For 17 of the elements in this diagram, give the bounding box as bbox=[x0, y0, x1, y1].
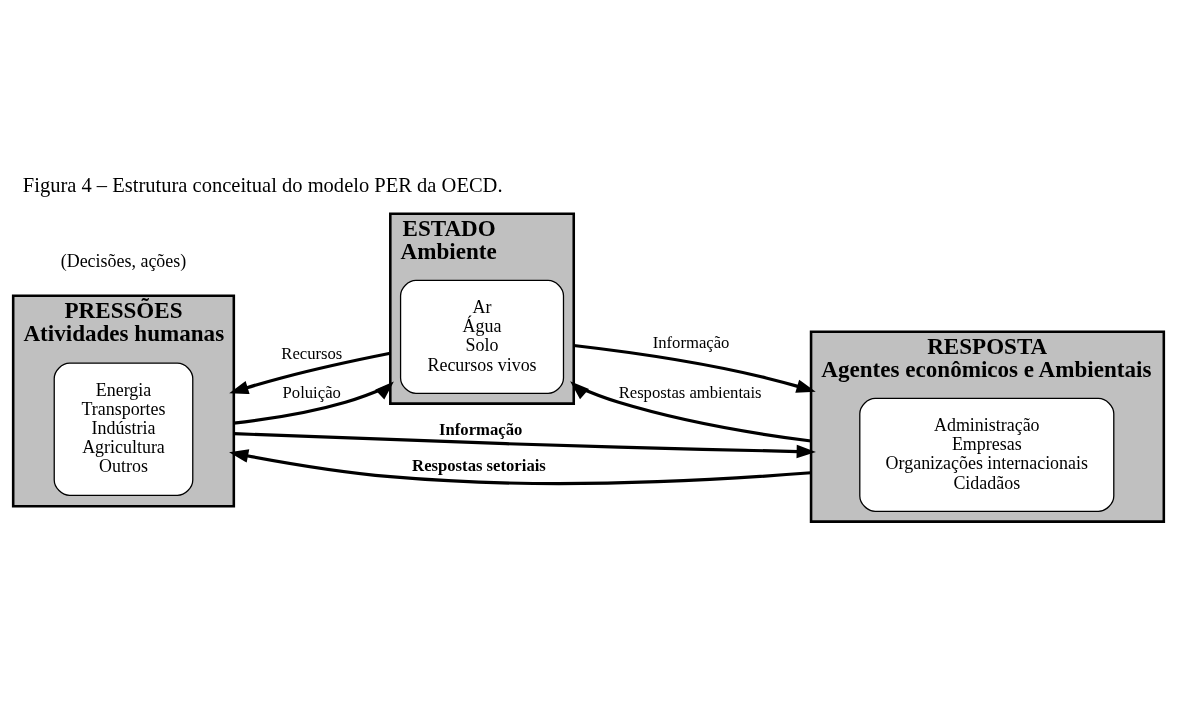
label: (Decisões, ações) bbox=[60, 251, 187, 272]
edge-label: Respostas setoriais bbox=[412, 455, 546, 475]
arrow bbox=[570, 381, 812, 443]
arrow bbox=[233, 381, 394, 425]
node-box: Energia Transportes Indústria Agricultura Outros bbox=[53, 362, 194, 496]
arrow bbox=[573, 343, 816, 393]
edge-label: Poluição bbox=[282, 382, 341, 402]
edge-label: Recursos bbox=[281, 344, 343, 364]
arrow bbox=[233, 432, 816, 459]
node-box: Ar Água Solo Recursos vivos bbox=[399, 279, 565, 394]
arrow bbox=[229, 449, 812, 485]
arrow bbox=[229, 351, 391, 394]
diagram-title: Figura 4 – Estrutura conceitual do modelo PER da OECD. bbox=[22, 173, 503, 196]
edge-label: Respostas ambientais bbox=[618, 382, 762, 402]
node-box: Administração Empresas Organizações internacionais Cidadãos bbox=[859, 397, 1115, 512]
edge-label: Informação bbox=[652, 332, 730, 352]
edge-label: Informação bbox=[439, 419, 523, 439]
